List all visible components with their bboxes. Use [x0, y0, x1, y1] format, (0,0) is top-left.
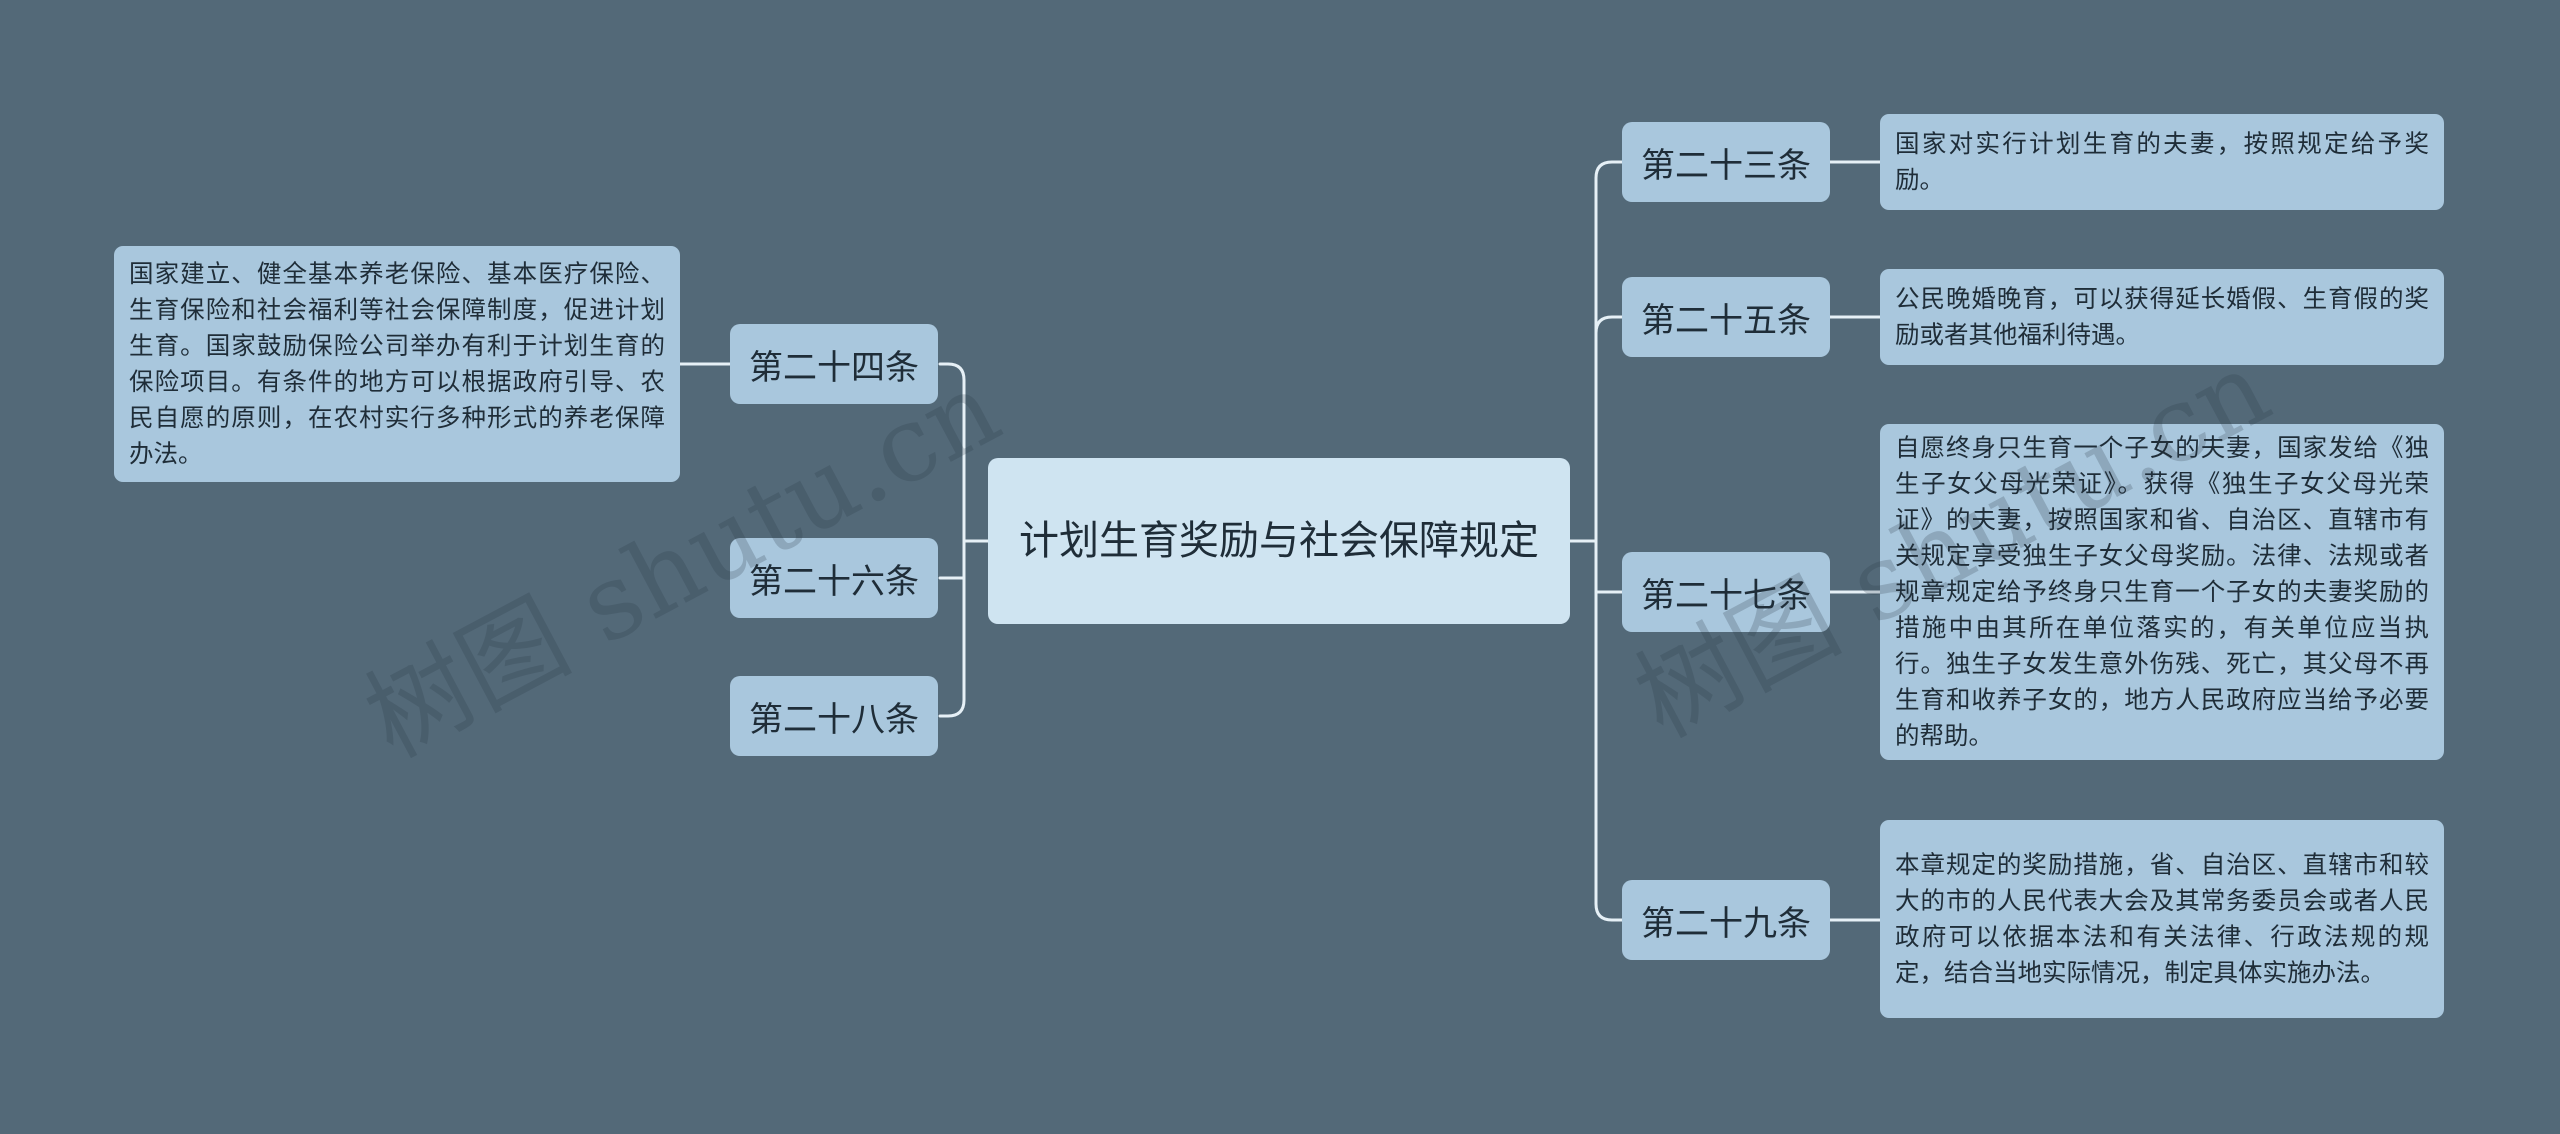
detail-text: 本章规定的奖励措施，省、自治区、直辖市和较大的市的人民代表大会及其常务委员会或者… [1895, 850, 2429, 987]
detail-text: 国家对实行计划生育的夫妻，按照规定给予奖励。 [1895, 129, 2429, 194]
detail-text: 国家建立、健全基本养老保险、基本医疗保险、生育保险和社会福利等社会保障制度，促进… [129, 259, 665, 468]
root-topic[interactable]: 计划生育奖励与社会保障规定 [988, 458, 1570, 624]
detail-article-29[interactable]: 本章规定的奖励措施，省、自治区、直辖市和较大的市的人民代表大会及其常务委员会或者… [1880, 820, 2444, 1018]
branch-article-23[interactable]: 第二十三条 [1622, 122, 1830, 202]
branch-label: 第二十四条 [749, 347, 919, 388]
branch-article-29[interactable]: 第二十九条 [1622, 880, 1830, 960]
branch-label: 第二十八条 [749, 699, 919, 740]
branch-label: 第二十六条 [749, 561, 919, 602]
branch-article-28[interactable]: 第二十八条 [730, 676, 938, 756]
branch-label: 第二十七条 [1641, 575, 1811, 616]
detail-article-24[interactable]: 国家建立、健全基本养老保险、基本医疗保险、生育保险和社会福利等社会保障制度，促进… [114, 246, 680, 482]
connector-right-25 [1594, 315, 1624, 335]
root-topic-label: 计划生育奖励与社会保障规定 [1019, 518, 1539, 564]
detail-text: 自愿终身只生育一个子女的夫妻，国家发给《独生子女父母光荣证》。获得《独生子女父母… [1895, 433, 2429, 750]
branch-label: 第二十九条 [1641, 903, 1811, 944]
branch-label: 第二十五条 [1641, 300, 1811, 341]
detail-text: 公民晚婚晚育，可以获得延长婚假、生育假的奖励或者其他福利待遇。 [1895, 284, 2429, 349]
detail-article-25[interactable]: 公民晚婚晚育，可以获得延长婚假、生育假的奖励或者其他福利待遇。 [1880, 269, 2444, 365]
branch-article-24[interactable]: 第二十四条 [730, 324, 938, 404]
connector-right-trunk-bottom [1594, 539, 1624, 922]
branch-label: 第二十三条 [1641, 145, 1811, 186]
branch-article-27[interactable]: 第二十七条 [1622, 552, 1830, 632]
detail-article-23[interactable]: 国家对实行计划生育的夫妻，按照规定给予奖励。 [1880, 114, 2444, 210]
connector-left-trunk-top [938, 362, 966, 543]
branch-article-25[interactable]: 第二十五条 [1622, 277, 1830, 357]
branch-article-26[interactable]: 第二十六条 [730, 538, 938, 618]
detail-article-27[interactable]: 自愿终身只生育一个子女的夫妻，国家发给《独生子女父母光荣证》。获得《独生子女父母… [1880, 424, 2444, 760]
connector-left-trunk-bottom [938, 539, 966, 718]
connector-right-trunk-top [1594, 160, 1624, 543]
